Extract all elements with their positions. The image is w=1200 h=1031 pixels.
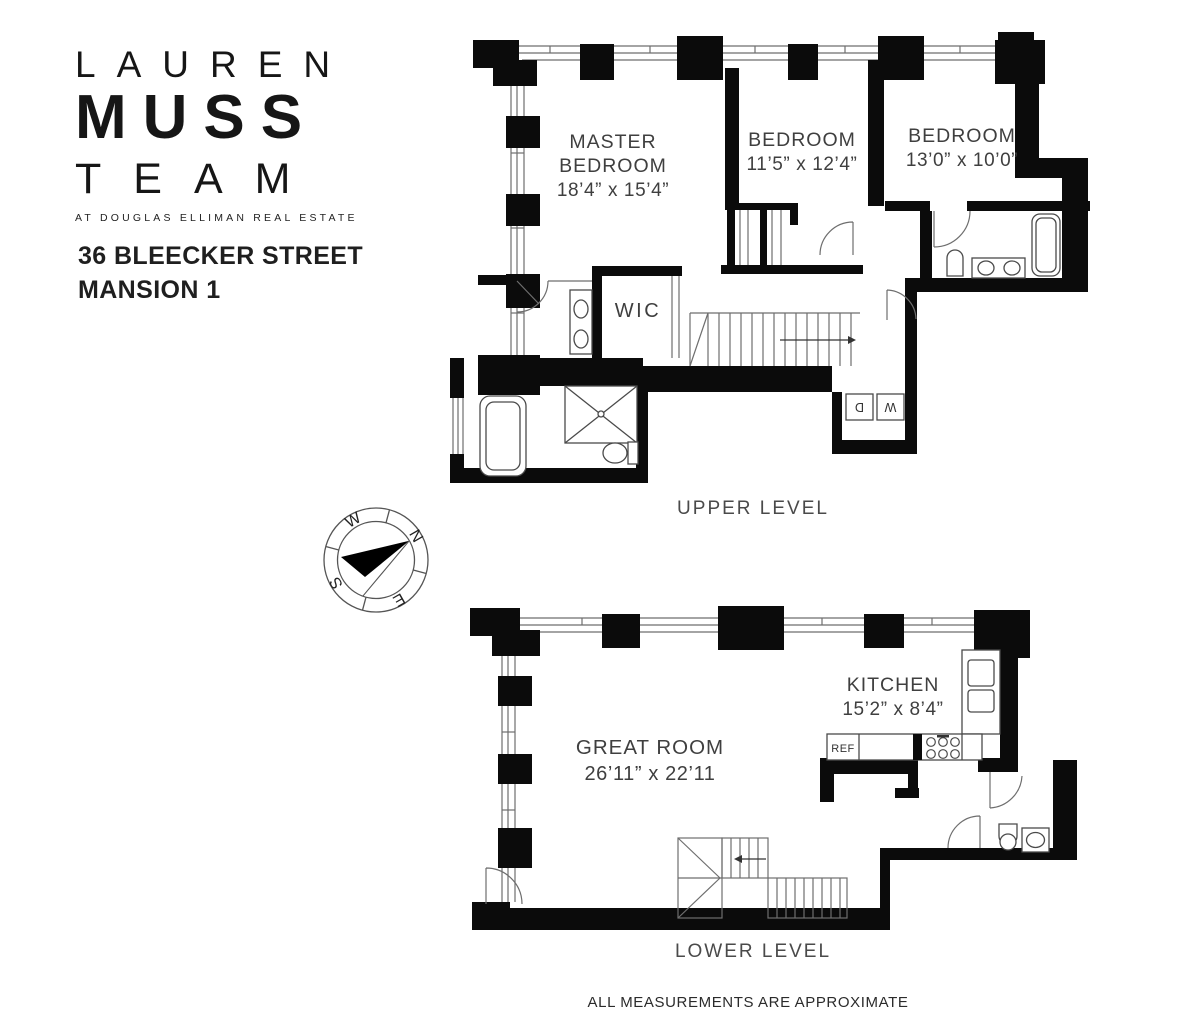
upper-room-labels: MASTER BEDROOM 18’4” x 15’4” BEDROOM 11’… bbox=[557, 125, 1018, 322]
lower-doors bbox=[485, 772, 1023, 905]
master-bedroom-name-2: BEDROOM bbox=[559, 155, 667, 177]
lower-room-labels: GREAT ROOM 26’11” x 22’11 KITCHEN 15’2” … bbox=[576, 674, 943, 785]
washer-label: W bbox=[884, 400, 896, 414]
brand-name-lauren: LAUREN bbox=[75, 44, 352, 85]
compass-north: N bbox=[405, 527, 426, 546]
powder-room-fixtures bbox=[998, 823, 1050, 853]
lower-level-title: LOWER LEVEL bbox=[674, 941, 832, 962]
dryer-box bbox=[845, 393, 874, 421]
upper-walls bbox=[450, 32, 1090, 483]
kitchen-sink-basin-1 bbox=[967, 659, 995, 687]
kitchen-dims: 15’2” x 8’4” bbox=[842, 699, 943, 720]
toilet-hall bbox=[946, 249, 964, 277]
brand-logo: LAUREN MUSS TEAM AT DOUGLAS ELLIMAN REAL… bbox=[75, 46, 358, 224]
washer-dryer: D W bbox=[845, 393, 905, 421]
listing-address-block: 36 BLEECKER STREET MANSION 1 bbox=[78, 240, 363, 308]
upper-doors bbox=[516, 210, 971, 320]
lower-staircase bbox=[677, 837, 848, 919]
bedroom3-dims: 13’0” x 10’0” bbox=[906, 150, 1018, 171]
toilet-master-bowl bbox=[602, 442, 628, 464]
kitchen-name: KITCHEN bbox=[847, 674, 940, 696]
upper-interior-lines bbox=[548, 210, 782, 358]
kitchen-sink-basin-2 bbox=[967, 689, 995, 713]
upper-level-floorplan: D W MASTER BEDROOM 18’4” x 15’4” BEDROOM… bbox=[450, 32, 1090, 483]
hall-bath-fixtures bbox=[946, 213, 1061, 279]
listing-unit: MANSION 1 bbox=[78, 275, 221, 304]
great-room-name: GREAT ROOM bbox=[576, 736, 724, 759]
kitchen-stove bbox=[926, 735, 960, 759]
stair-arrowhead-up bbox=[848, 336, 856, 344]
measurements-disclaimer: ALL MEASUREMENTS ARE APPROXIMATE bbox=[587, 994, 909, 1011]
master-bedroom-name-1: MASTER bbox=[569, 131, 656, 153]
brand-name-muss: MUSS bbox=[75, 83, 319, 152]
compass-rings bbox=[323, 507, 429, 613]
compass-needle-tail bbox=[362, 540, 410, 597]
bedroom3-name: BEDROOM bbox=[908, 125, 1016, 147]
compass-east: E bbox=[390, 589, 408, 609]
listing-address: 36 BLEECKER STREET bbox=[78, 242, 364, 270]
compass-west: W bbox=[342, 509, 364, 532]
refrigerator-label: REF bbox=[831, 743, 855, 755]
compass-south: S bbox=[327, 574, 347, 592]
upper-staircase bbox=[689, 312, 860, 367]
brand-tagline: AT DOUGLAS ELLIMAN REAL ESTATE bbox=[75, 212, 358, 224]
brand-name-team: TEAM bbox=[75, 155, 323, 203]
stair-arrowhead-down bbox=[734, 855, 742, 863]
washer-box bbox=[876, 393, 905, 421]
master-bedroom-dims: 18’4” x 15’4” bbox=[557, 180, 669, 201]
bedroom2-name: BEDROOM bbox=[748, 129, 856, 151]
compass-needle bbox=[341, 540, 410, 577]
compass-rose: N E S W bbox=[323, 507, 429, 613]
dryer-label: D bbox=[855, 400, 864, 414]
lower-level-floorplan: REF bbox=[470, 606, 1077, 930]
master-bath-fixtures bbox=[479, 289, 639, 477]
great-room-dims: 26’11” x 22’11 bbox=[584, 763, 715, 785]
upper-level-title: UPPER LEVEL bbox=[677, 498, 829, 519]
toilet-master-tank bbox=[627, 441, 639, 465]
bedroom2-dims: 11’5” x 12’4” bbox=[747, 154, 858, 175]
wic-label: WIC bbox=[615, 300, 661, 322]
lower-walls bbox=[470, 606, 1077, 930]
